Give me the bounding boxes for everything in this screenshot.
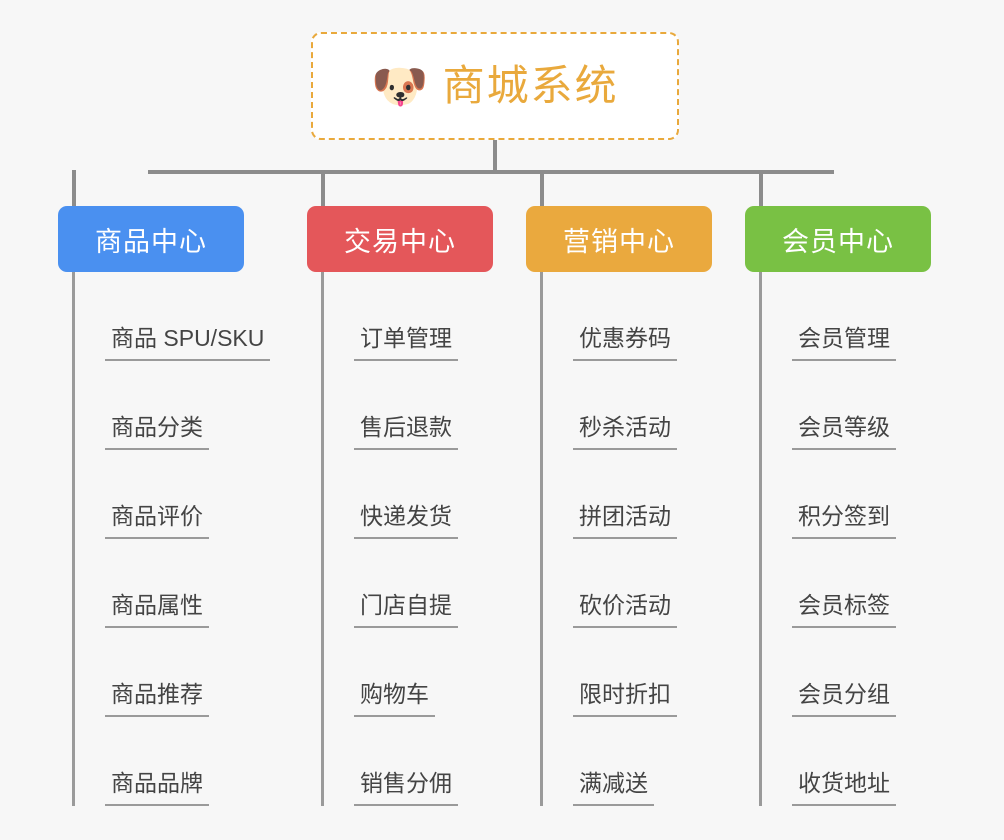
branch-marketing-center: 营销中心优惠券码秒杀活动拼团活动砍价活动限时折扣满减送 [526,206,712,806]
leaf-item[interactable]: 积分签到 [762,450,931,539]
leaf-item-label: 购物车 [354,680,435,717]
leaf-item[interactable]: 秒杀活动 [543,361,712,450]
leaf-item[interactable]: 商品分类 [75,361,244,450]
leaf-list-member-center: 会员管理会员等级积分签到会员标签会员分组收货地址 [759,272,931,806]
branch-trade-center: 交易中心订单管理售后退款快递发货门店自提购物车销售分佣 [307,206,493,806]
leaf-item[interactable]: 满减送 [543,717,712,806]
leaf-item-label: 限时折扣 [573,680,677,717]
leaf-item-label: 拼团活动 [573,502,677,539]
page-title: 商城系统 [442,62,619,109]
leaf-item-label: 商品推荐 [105,680,209,717]
leaf-item-label: 会员分组 [792,680,896,717]
leaf-item-label: 快递发货 [354,502,458,539]
root-node[interactable]: 🐶 商城系统 [311,32,679,140]
connector-drop-trade-center [321,170,325,206]
leaf-item[interactable]: 收货地址 [762,717,931,806]
leaf-item-label: 商品评价 [105,502,209,539]
leaf-item[interactable]: 订单管理 [324,272,493,361]
leaf-list-trade-center: 订单管理售后退款快递发货门店自提购物车销售分佣 [321,272,493,806]
leaf-item[interactable]: 商品推荐 [75,628,244,717]
leaf-item[interactable]: 会员等级 [762,361,931,450]
connector-drop-product-center [72,170,76,206]
leaf-item[interactable]: 会员标签 [762,539,931,628]
leaf-item[interactable]: 拼团活动 [543,450,712,539]
leaf-item-label: 秒杀活动 [573,413,677,450]
leaf-item[interactable]: 会员管理 [762,272,931,361]
branch-header-member-center[interactable]: 会员中心 [745,206,931,272]
leaf-item[interactable]: 会员分组 [762,628,931,717]
leaf-item-label: 售后退款 [354,413,458,450]
leaf-item-label: 砍价活动 [573,591,677,628]
leaf-item[interactable]: 优惠券码 [543,272,712,361]
leaf-item[interactable]: 限时折扣 [543,628,712,717]
connector-root-stem [493,140,497,172]
leaf-item-label: 积分签到 [792,502,896,539]
leaf-item-label: 销售分佣 [354,769,458,806]
leaf-item-label: 满减送 [573,769,654,806]
connector-drop-member-center [759,170,763,206]
leaf-item[interactable]: 商品 SPU/SKU [75,272,271,361]
leaf-item-label: 商品 SPU/SKU [105,324,271,361]
leaf-item[interactable]: 商品品牌 [75,717,244,806]
branch-header-marketing-center[interactable]: 营销中心 [526,206,712,272]
branch-header-trade-center[interactable]: 交易中心 [307,206,493,272]
leaf-item-label: 优惠券码 [573,324,677,361]
leaf-item-label: 商品品牌 [105,769,209,806]
connector-drop-marketing-center [540,170,544,206]
leaf-item-label: 订单管理 [354,324,458,361]
leaf-item[interactable]: 购物车 [324,628,493,717]
leaf-item[interactable]: 商品属性 [75,539,244,628]
leaf-item-label: 门店自提 [354,591,458,628]
leaf-item[interactable]: 商品评价 [75,450,244,539]
branch-header-product-center[interactable]: 商品中心 [58,206,244,272]
leaf-item[interactable]: 砍价活动 [543,539,712,628]
leaf-item[interactable]: 快递发货 [324,450,493,539]
leaf-item-label: 商品属性 [105,591,209,628]
leaf-item[interactable]: 售后退款 [324,361,493,450]
leaf-item-label: 会员管理 [792,324,896,361]
branch-product-center: 商品中心商品 SPU/SKU 商品分类商品评价商品属性商品推荐商品品牌 [58,206,271,806]
leaf-item-label: 商品分类 [105,413,209,450]
leaf-item[interactable]: 销售分佣 [324,717,493,806]
branch-member-center: 会员中心会员管理会员等级积分签到会员标签会员分组收货地址 [745,206,931,806]
leaf-item[interactable]: 门店自提 [324,539,493,628]
leaf-item-label: 收货地址 [792,769,896,806]
leaf-item-label: 会员等级 [792,413,896,450]
connector-horizontal-bus [148,170,834,174]
leaf-list-marketing-center: 优惠券码秒杀活动拼团活动砍价活动限时折扣满减送 [540,272,712,806]
leaf-item-label: 会员标签 [792,591,896,628]
dog-face-icon: 🐶 [371,60,429,112]
leaf-list-product-center: 商品 SPU/SKU 商品分类商品评价商品属性商品推荐商品品牌 [72,272,271,806]
